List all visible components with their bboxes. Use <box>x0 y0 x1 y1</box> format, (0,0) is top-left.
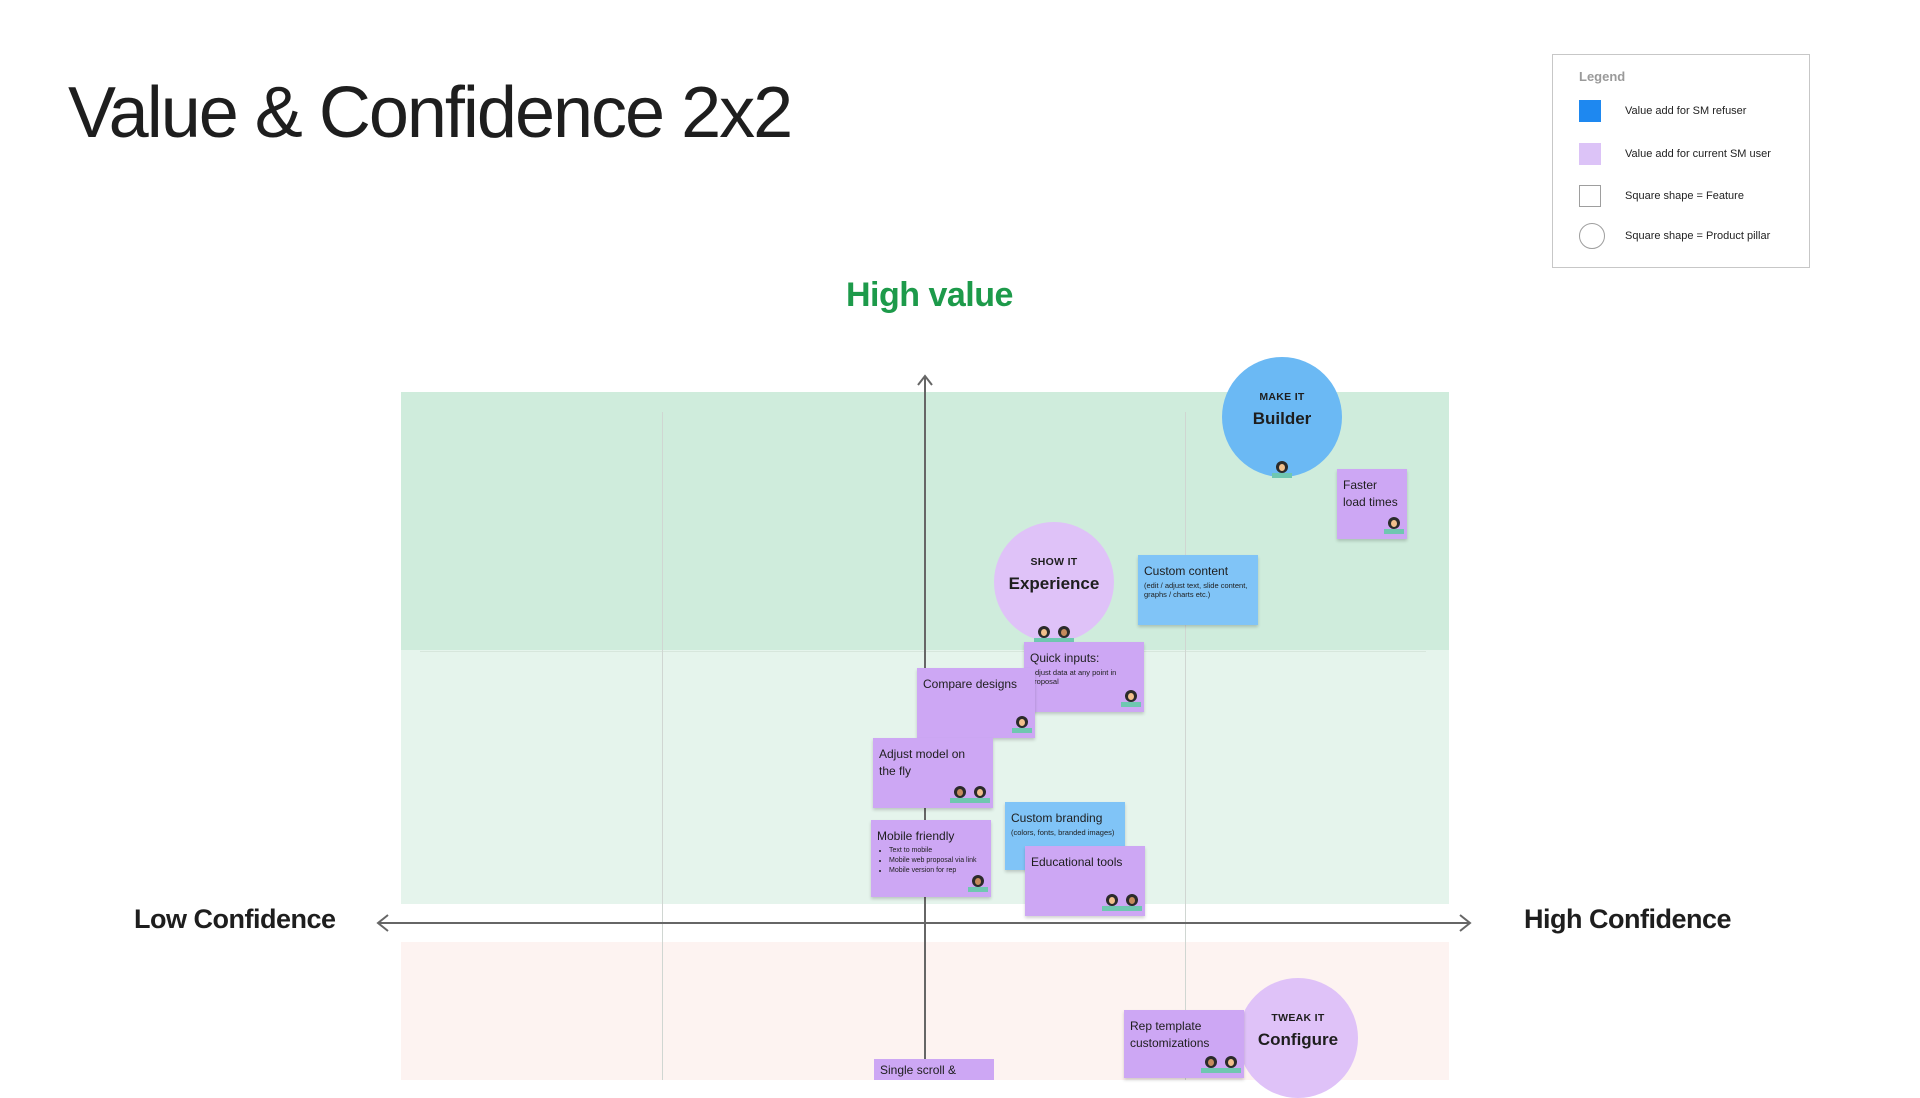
feature-faster-load-times[interactable]: Faster load times <box>1337 469 1407 539</box>
legend-item-label: Value add for SM refuser <box>1625 105 1747 117</box>
pillar-builder[interactable]: MAKE IT Builder <box>1222 357 1342 479</box>
avatar <box>968 875 988 893</box>
feature-subtitle: Adjust data at any point in proposal <box>1030 668 1117 686</box>
feature-adjust-model[interactable]: Adjust model on the fly <box>873 738 993 808</box>
x-axis-arrow-left <box>376 914 389 932</box>
feature-mobile-friendly[interactable]: Mobile friendly Text to mobile Mobile we… <box>871 820 991 897</box>
feature-single-scroll[interactable]: Single scroll & <box>874 1059 994 1080</box>
grid-line-right <box>1185 412 1186 1080</box>
feature-title: Mobile friendly <box>877 829 955 843</box>
feature-title: Adjust model on the fly <box>879 747 966 778</box>
circle-outline-swatch <box>1579 223 1605 249</box>
pillar-avatars <box>1272 461 1292 479</box>
page-title: Value & Confidence 2x2 <box>68 73 793 153</box>
avatar <box>1102 894 1122 912</box>
blue-square-swatch <box>1579 100 1601 122</box>
feature-rep-template-customizations[interactable]: Rep template customizations <box>1124 1010 1244 1078</box>
feature-custom-content[interactable]: Custom content (edit / adjust text, slid… <box>1138 555 1258 625</box>
avatar <box>1122 894 1142 912</box>
feature-bullets: Text to mobile Mobile web proposal via l… <box>877 846 985 876</box>
pillar-name: Builder <box>1252 409 1312 428</box>
pillar-name: Configure <box>1257 1030 1339 1049</box>
feature-compare-designs[interactable]: Compare designs <box>917 668 1035 738</box>
feature-avatars <box>1012 716 1032 734</box>
feature-title: Single scroll & <box>880 1063 957 1077</box>
legend-item-feature: Square shape = Feature <box>1579 185 1744 207</box>
feature-avatars <box>1102 894 1142 912</box>
feature-bullet: Mobile web proposal via link <box>889 856 985 866</box>
square-outline-swatch <box>1579 185 1601 207</box>
feature-avatars <box>1201 1056 1241 1074</box>
legend-item-current-user: Value add for current SM user <box>1579 143 1771 165</box>
avatar <box>1221 1056 1241 1074</box>
feature-title: Rep template customizations <box>1130 1019 1210 1050</box>
avatar <box>950 786 970 804</box>
pillar-name: Experience <box>1008 574 1100 593</box>
legend-item-product-pillar: Square shape = Product pillar <box>1579 223 1770 249</box>
x-axis-arrow-right <box>1459 914 1472 932</box>
feature-title: Custom content <box>1144 564 1229 578</box>
legend-item-label: Square shape = Feature <box>1625 190 1744 202</box>
pillar-kicker: SHOW IT <box>1030 556 1078 568</box>
axis-label-low-confidence: Low Confidence <box>134 904 336 934</box>
feature-bullet: Mobile version for rep <box>889 866 985 876</box>
feature-title: Educational tools <box>1031 855 1123 869</box>
pillar-kicker: MAKE IT <box>1259 391 1305 403</box>
avatar <box>1201 1056 1221 1074</box>
band-divider <box>420 651 1426 652</box>
avatar <box>970 786 990 804</box>
avatar <box>1384 517 1404 535</box>
grid-line-left <box>662 412 663 1080</box>
feature-educational-tools[interactable]: Educational tools <box>1025 846 1145 916</box>
feature-bullet: Text to mobile <box>889 846 985 856</box>
legend-item-sm-refuser: Value add for SM refuser <box>1579 100 1746 122</box>
feature-title: Quick inputs: <box>1030 651 1100 665</box>
legend-title: Legend <box>1579 69 1626 84</box>
legend: Legend Value add for SM refuser Value ad… <box>1552 54 1810 268</box>
pillar-kicker: TWEAK IT <box>1271 1012 1325 1024</box>
y-axis-arrow-up <box>917 374 933 386</box>
avatar <box>1034 626 1054 644</box>
avatar <box>1012 716 1032 734</box>
feature-avatars <box>968 875 988 893</box>
avatar <box>1272 461 1292 479</box>
feature-subtitle: (edit / adjust text, slide content, grap… <box>1144 581 1248 599</box>
feature-title: Compare designs <box>923 677 1018 691</box>
axis-label-high-value: High value <box>846 276 1013 314</box>
pillar-experience[interactable]: SHOW IT Experience <box>994 522 1114 644</box>
purple-square-swatch <box>1579 143 1601 165</box>
feature-title: Custom branding <box>1011 811 1103 825</box>
feature-title: Faster load times <box>1343 478 1398 509</box>
feature-subtitle: (colors, fonts, branded images) <box>1011 828 1115 837</box>
feature-avatars <box>950 786 990 804</box>
axis-label-high-confidence: High Confidence <box>1524 904 1732 934</box>
avatar <box>1054 626 1074 644</box>
legend-item-label: Square shape = Product pillar <box>1625 230 1771 242</box>
pillar-configure[interactable]: TWEAK IT Configure <box>1238 978 1358 1098</box>
avatar <box>1121 690 1141 708</box>
feature-quick-inputs[interactable]: Quick inputs: Adjust data at any point i… <box>1024 642 1144 712</box>
pillar-avatars <box>1034 626 1074 644</box>
feature-avatars <box>1384 517 1404 535</box>
feature-avatars <box>1121 690 1141 708</box>
legend-item-label: Value add for current SM user <box>1625 148 1771 160</box>
